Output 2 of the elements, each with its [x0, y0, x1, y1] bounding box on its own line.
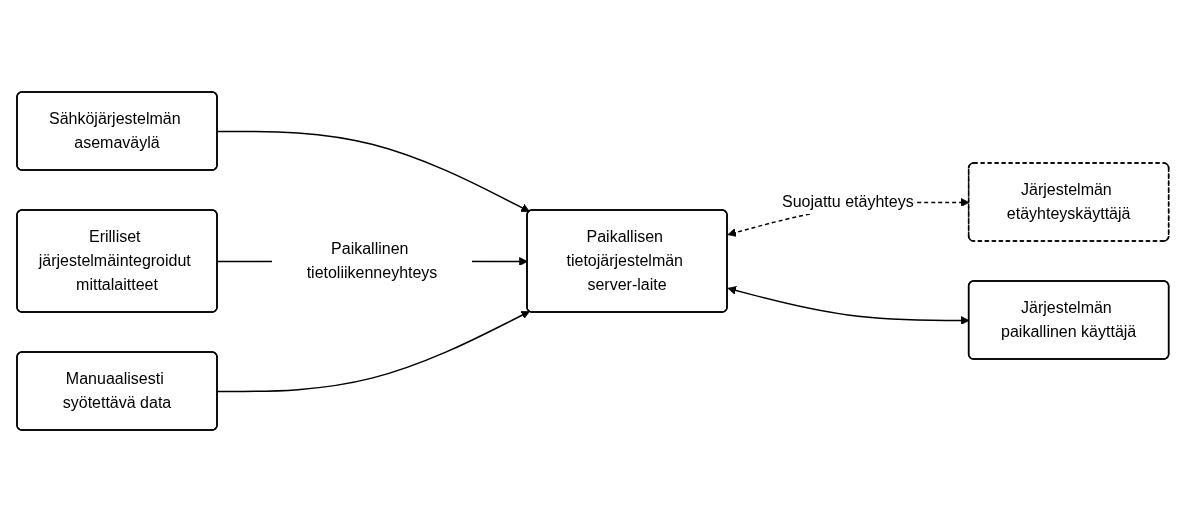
edge-label: Paikallinen tietoliikenneyhteys — [306, 240, 438, 281]
edge-label: Suojattu etäyhteys — [782, 193, 914, 210]
